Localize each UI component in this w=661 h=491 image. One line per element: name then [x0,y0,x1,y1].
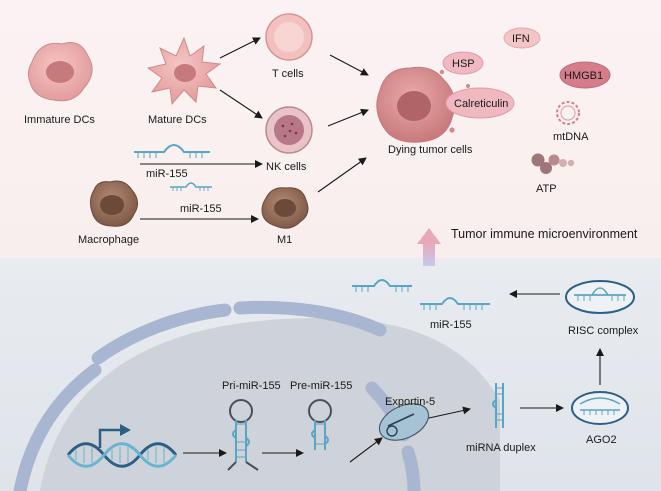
atp-label: ATP [536,183,557,195]
arrow-exportin-to-duplex [428,406,471,419]
mir155-top-icon [134,144,210,158]
mirna-duplex-icon [492,383,504,428]
arrow-pre-to-exportin [349,437,383,463]
immature-dc-icon [27,42,93,102]
mir155-top-label: miR-155 [146,168,188,180]
calreticulin-label: Calreticulin [454,98,508,110]
ago2-label: AGO2 [586,434,617,446]
pri-mir155-label: Pri-miR-155 [222,380,281,392]
arrow-dc-to-tcell [219,37,261,59]
dying-tumor-cells-label: Dying tumor cells [388,144,473,156]
pre-mir155-hairpin-icon [308,399,332,450]
mirna-duplex-label: miRNA duplex [466,442,536,454]
tme-label: Tumor immune microenvironment [451,227,638,241]
hmgb1-icon [559,61,611,89]
mtdna-icon [556,101,580,125]
up-arrow-icon [417,228,441,266]
mature-dc-icon [146,36,222,106]
exportin5-label: Exportin-5 [385,396,435,408]
exportin5-icon [378,403,430,441]
hsp-icon [442,51,484,75]
ifn-icon [503,27,541,49]
m1-macrophage-icon [261,187,309,229]
mature-dcs-label: Mature DCs [148,114,207,126]
hsp-label: HSP [452,58,475,70]
arrow-m1-to-tumor [317,157,367,193]
m1-label: M1 [277,234,292,246]
pri-mir155-hairpin-icon [227,399,259,471]
hmgb1-label: HMGB1 [564,70,603,82]
arrow-dc-to-nkcell [219,89,263,119]
mir155-mid-icon [170,182,212,191]
dna-helix-icon [66,424,178,468]
t-cell-icon [265,13,313,61]
nk-cells-label: NK cells [266,161,307,173]
immature-dcs-label: Immature DCs [24,114,95,126]
arrow-tcell-to-tumor [329,54,369,76]
mir155-cytoplasm-label: miR-155 [430,319,472,331]
nk-cell-icon [265,106,313,154]
arrow-nkcell-to-tumor [327,108,369,127]
atp-icon [531,153,575,174]
risc-complex-label: RISC complex [568,325,639,337]
ago2-icon [571,391,629,425]
macrophage-icon [89,180,138,227]
calreticulin-icon [445,87,515,119]
ifn-label: IFN [512,33,530,45]
mir155-cytoplasm-icon [352,279,490,310]
dying-tumor-cell-icon [376,66,470,143]
macrophage-label: Macrophage [78,234,139,246]
t-cells-label: T cells [272,68,304,80]
pre-mir155-label: Pre-miR-155 [290,380,352,392]
mtdna-label: mtDNA [553,131,589,143]
mir155-mid-label: miR-155 [180,203,222,215]
risc-complex-icon [565,280,635,314]
